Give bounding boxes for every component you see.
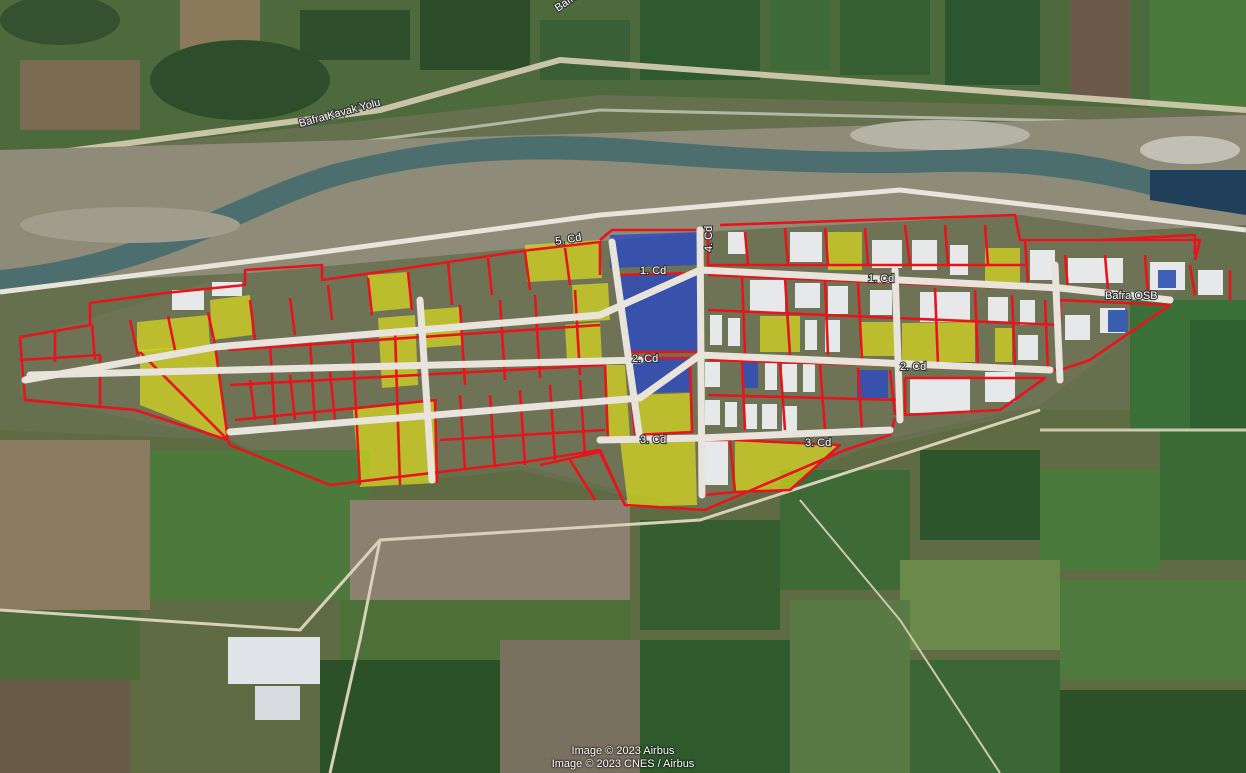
road-label-bafra-osb: Bafra OSB xyxy=(1105,290,1158,302)
street-label-cd2-east: 2. Cd xyxy=(900,361,926,373)
street-label-cd3-east: 3. Cd xyxy=(805,437,831,449)
imagery-attribution: Image © 2023 Airbus Image © 2023 CNES / … xyxy=(0,745,1246,771)
street-label-cd5: 5. Cd xyxy=(554,232,582,248)
parcel-outlines xyxy=(18,213,1232,512)
attribution-line-1: Image © 2023 Airbus xyxy=(571,745,675,757)
blue-parcels[interactable] xyxy=(610,232,888,398)
industrial-roads xyxy=(21,226,1174,499)
street-label-cd3-west: 3. Cd xyxy=(640,434,666,446)
street-label-cd1-west: 1. Cd xyxy=(640,265,666,277)
street-label-cd1-east: 1. Cd xyxy=(868,273,894,285)
attribution-line-2: Image © 2023 CNES / Airbus xyxy=(551,758,695,770)
street-label-cd4: 4. Cd xyxy=(703,226,715,252)
street-label-cd2-west: 2. Cd xyxy=(632,353,658,365)
buildings xyxy=(172,232,1223,485)
